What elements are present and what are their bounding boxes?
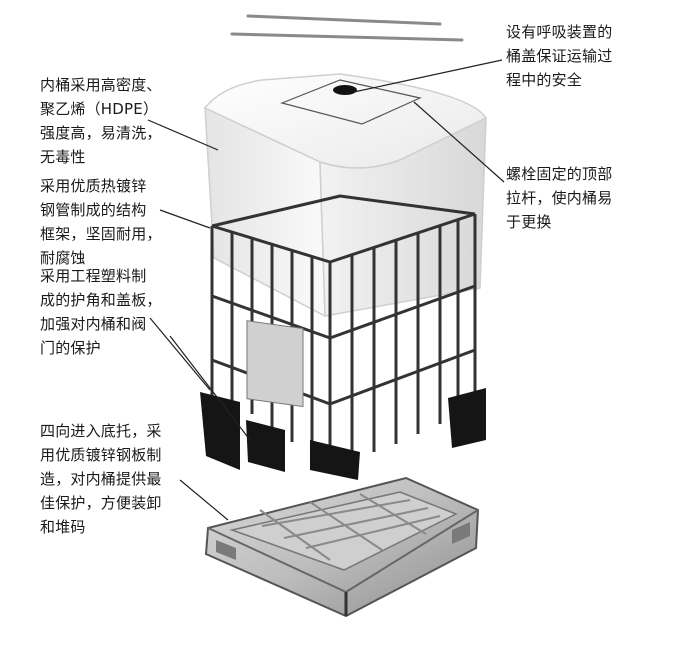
leader-lines [147, 59, 505, 521]
callout-pallet: 四向进入底托，采 用优质镀锌钢板制 造，对内桶提供最 佳保护，方便装卸 和堆码 [40, 422, 162, 536]
callout-tie-rods: 螺栓固定的顶部 拉杆，使内桶易 于更换 [506, 165, 613, 231]
callout-breather-lid: 设有呼吸装置的 桶盖保证运输过 程中的安全 [506, 23, 613, 89]
inner-tank [203, 73, 488, 318]
callout-inner-tank: 内桶采用高密度、 聚乙烯（HDPE） 强度高，易清洗， 无毒性 [40, 76, 162, 166]
callout-steel-frame: 采用优质热镀锌 钢管制成的结构 框架，坚固耐用， 耐腐蚀 [40, 177, 162, 267]
tank-lid [280, 79, 422, 125]
top-tie-rods [230, 14, 464, 42]
steel-pallet [204, 476, 480, 618]
callout-plastic-guards: 采用工程塑料制 成的护角和盖板， 加强对内桶和阀 门的保护 [40, 267, 162, 357]
plastic-corner-guards [200, 388, 486, 480]
label-plate [246, 320, 304, 408]
